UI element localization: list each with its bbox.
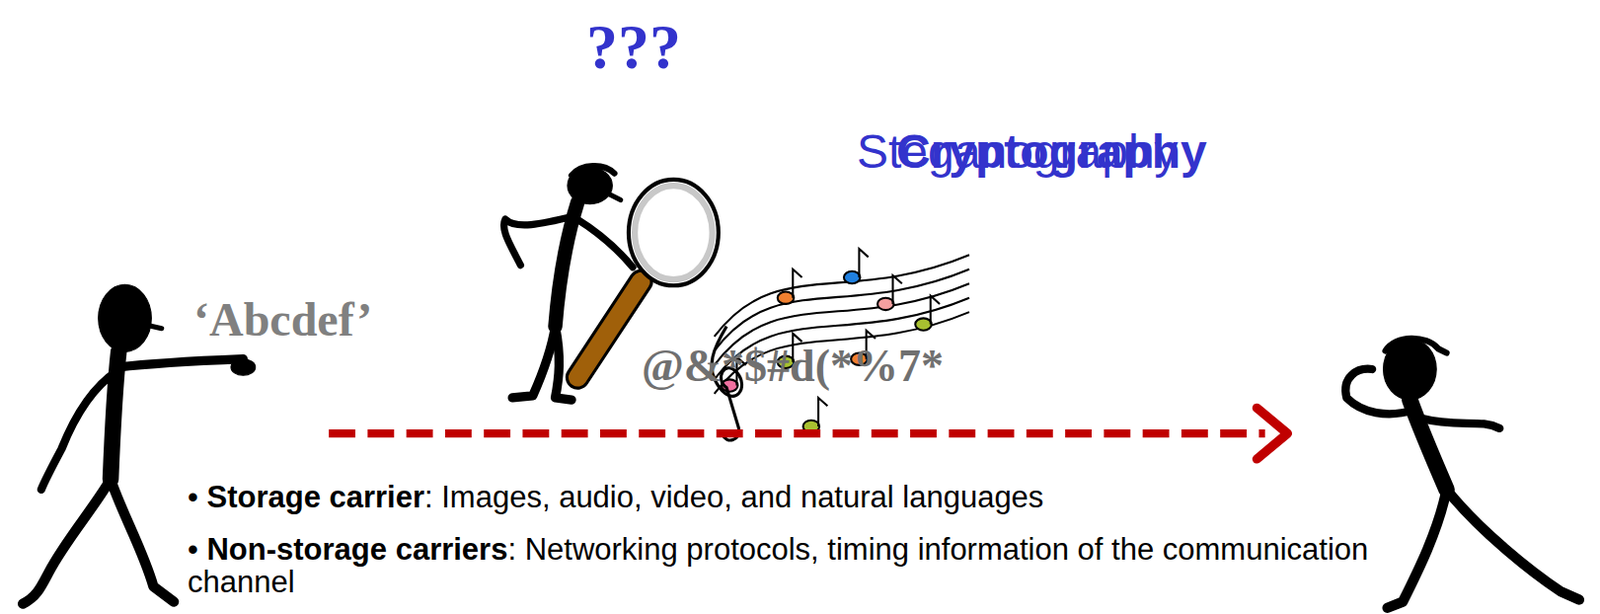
note-stem	[858, 248, 868, 278]
channel-arrow	[328, 407, 1288, 459]
eavesdropper-figure	[504, 165, 634, 400]
plain-message: ‘Abcdef’	[193, 296, 373, 344]
bullet-non-storage: • Non-storage carriers: Networking proto…	[187, 533, 1422, 599]
arrow-head	[1256, 407, 1288, 459]
note-head	[843, 271, 861, 284]
note-head	[877, 298, 895, 310]
dashed-line	[328, 429, 1265, 438]
encoded-message: @&*$#d(*%7*	[641, 343, 944, 389]
question-marks: ???	[586, 0, 671, 101]
note-head	[777, 292, 795, 305]
note-stem	[792, 269, 802, 299]
note-stem	[893, 275, 903, 305]
receiver-figure	[1345, 338, 1580, 609]
bullet-storage: • Storage carrier: Images, audio, video,…	[187, 480, 1422, 515]
note-stem	[818, 397, 828, 427]
cryptography-title: Cryptography	[896, 128, 1208, 176]
note-head	[914, 317, 932, 330]
note-stem	[930, 296, 940, 325]
